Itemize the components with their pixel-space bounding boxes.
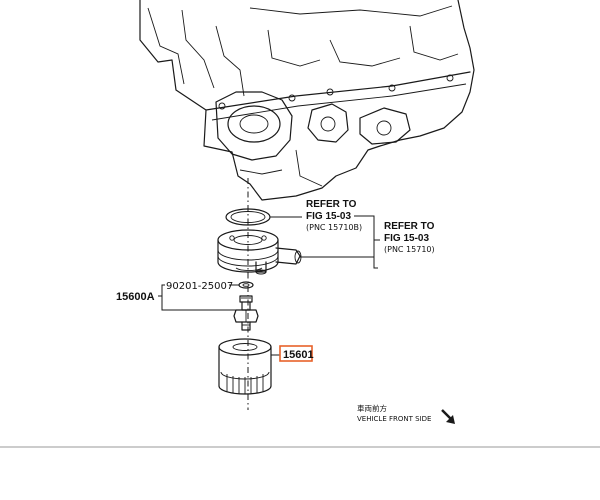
vehicle-front-en-label: VEHICLE FRONT SIDE (357, 415, 431, 423)
vehicle-front-jp-label: 車両前方 (357, 403, 387, 413)
part-number-15600A[interactable]: 15600A (116, 291, 155, 303)
arrow-down-right-icon (441, 409, 455, 424)
o-ring-part[interactable] (225, 208, 271, 226)
pnc-label-1: (PNC 15710B) (306, 223, 362, 232)
part-15601-highlight-box (279, 345, 313, 362)
refer-to-label-2[interactable]: REFER TO (384, 221, 435, 232)
fig-ref-label-2[interactable]: FIG 15-03 (384, 233, 429, 244)
part-number-15601[interactable]: 15601 (283, 349, 314, 361)
fig-ref-label-1[interactable]: FIG 15-03 (306, 211, 351, 222)
oil-cooler-part[interactable] (217, 229, 302, 275)
oil-filter-part[interactable] (218, 338, 272, 395)
washer-part[interactable] (238, 281, 254, 289)
part-number-90201[interactable]: 90201-25007 (166, 281, 233, 292)
engine-block-drawing (139, 0, 475, 201)
leader-lines (158, 215, 380, 356)
union-bolt-part[interactable] (233, 295, 259, 331)
refer-to-label-1[interactable]: REFER TO (306, 199, 357, 210)
pnc-label-2: (PNC 15710) (384, 245, 435, 254)
